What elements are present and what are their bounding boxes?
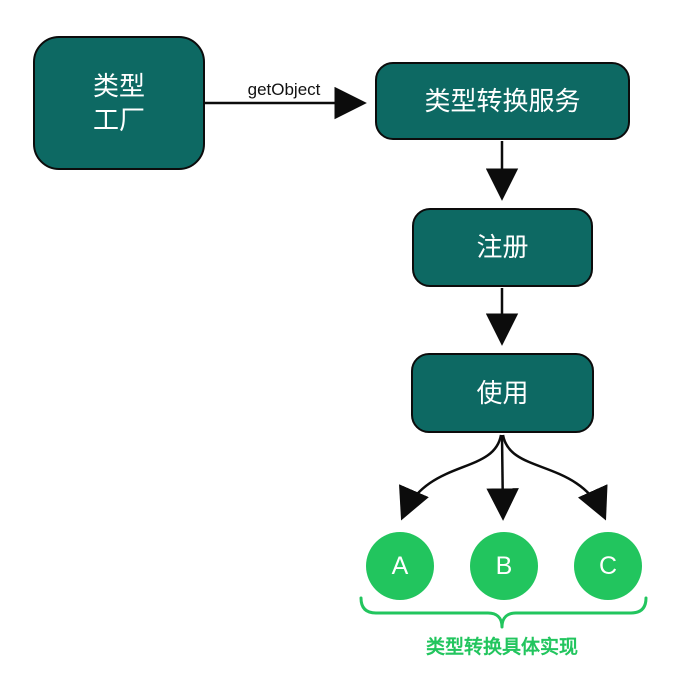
implementation-circle-c: C	[574, 532, 642, 600]
node-register: 注册	[412, 208, 593, 287]
curly-brace	[359, 596, 648, 629]
implementation-circle-b: B	[470, 532, 538, 600]
edge-use-to-b-arrow	[486, 434, 519, 521]
node-use: 使用	[411, 353, 594, 433]
node-type-conversion-service: 类型转换服务	[375, 62, 630, 140]
implementation-circle-a: A	[366, 532, 434, 600]
edge-use-to-a-arrow	[399, 434, 503, 521]
implementations-caption: 类型转换具体实现	[425, 637, 578, 658]
node-type-factory: 类型 工厂	[33, 36, 205, 170]
edge-use-to-c-arrow	[501, 434, 608, 521]
edge-label-get-object: getObject	[247, 80, 321, 99]
